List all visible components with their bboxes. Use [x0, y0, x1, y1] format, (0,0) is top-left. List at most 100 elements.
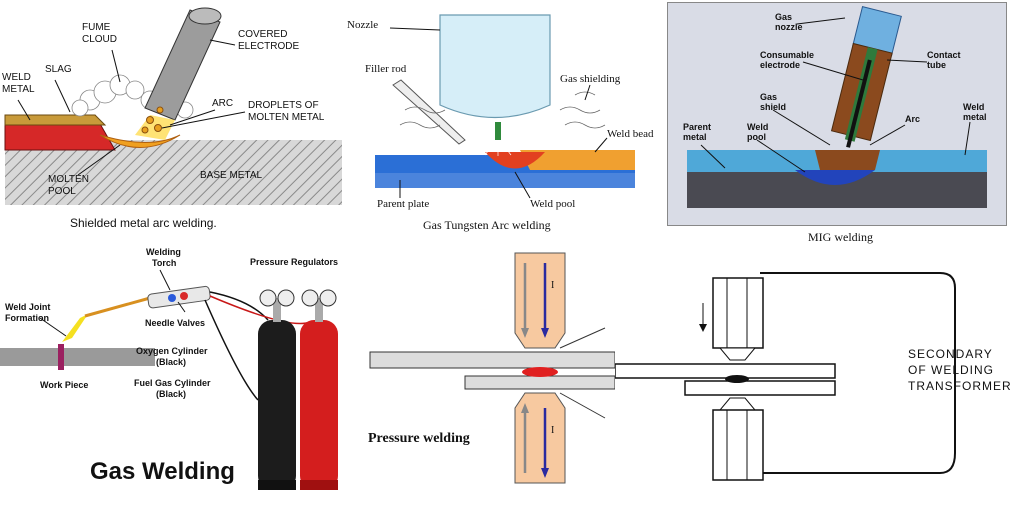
arc-label: ARC — [212, 98, 233, 109]
fuel-label-1: Fuel Gas Cylinder — [134, 378, 211, 388]
joint-label-1: Weld Joint — [5, 302, 50, 312]
needle-valve-blue — [168, 294, 176, 302]
fuel-label-2: (Black) — [156, 389, 186, 399]
gtaw-diagram: Nozzle Filler rod Gas shielding Weld bea… — [347, 14, 654, 210]
covered-electrode — [144, 7, 222, 121]
electrode-label-1: COVERED — [238, 29, 287, 40]
electrode-label-2: electrode — [760, 60, 800, 70]
upper-sheet — [369, 351, 615, 369]
pressure-welding-diagram: I I — [369, 252, 615, 484]
upper-sheet — [615, 363, 836, 379]
electrode-mark-upper: I — [551, 280, 554, 291]
weld-bead-label: Weld bead — [607, 128, 654, 140]
gas-nozzle-label-2: nozzle — [775, 22, 803, 32]
weld-pool-label: Weld pool — [530, 198, 575, 210]
molten-pool-label-1: MOLTEN — [48, 174, 89, 185]
gas-shield-label-2: shield — [760, 102, 786, 112]
lower-sheet — [464, 375, 615, 390]
gtaw-caption: Gas Tungsten Arc welding — [423, 218, 551, 232]
transformer-label-2: OF WELDING — [908, 363, 994, 377]
gas-welding-panel: Welding Torch Pressure Regulators Weld J… — [0, 240, 365, 511]
needle-valve-red — [180, 292, 188, 300]
pressure-welding-caption: Pressure welding — [368, 431, 470, 446]
gas-welding-diagram: Welding Torch Pressure Regulators Weld J… — [0, 247, 338, 490]
droplets-label-1: DROPLETS OF — [248, 100, 319, 111]
electrode-mark-lower: I — [551, 425, 554, 436]
weld-nugget — [725, 375, 749, 383]
transformer-label-3: TRANSFORMER — [908, 379, 1012, 393]
flame — [62, 314, 88, 342]
arc-label: Arc — [905, 114, 920, 124]
pressure-regulators — [259, 289, 337, 322]
consumable-electrode — [846, 59, 872, 148]
parent-metal-label-1: Parent — [683, 122, 711, 132]
fume-cloud-label-2: CLOUD — [82, 34, 117, 45]
droplets — [141, 106, 164, 134]
tungsten-electrode — [495, 122, 501, 140]
weld-bead — [520, 150, 635, 170]
filler-rod-label: Filler rod — [365, 63, 407, 75]
electrode-label-1: Consumable — [760, 50, 814, 60]
oxygen-label-2: (Black) — [156, 357, 186, 367]
gtaw-panel: Nozzle Filler rod Gas shielding Weld bea… — [345, 0, 665, 240]
weld-pool — [795, 170, 875, 185]
gas-shield-label-1: Gas — [760, 92, 777, 102]
weld-pool-label-1: Weld — [747, 122, 768, 132]
fuel-gas-cylinder — [300, 320, 338, 490]
joint-label-2: Formation — [5, 313, 49, 323]
resistance-panel: SECONDARY OF WELDING TRANSFORMER — [615, 248, 1024, 511]
nozzle — [439, 14, 551, 118]
oxygen-cylinder — [258, 320, 296, 490]
mig-gun — [830, 6, 902, 148]
torch-label-2: Torch — [152, 258, 176, 268]
mig-diagram: Gas nozzle Consumable electrode Contact … — [683, 6, 987, 208]
gas-shielding-label: Gas shielding — [560, 73, 621, 85]
base-metal-label: BASE METAL — [200, 170, 262, 181]
pressure-welding-panel: I I Pressure welding — [365, 248, 615, 511]
weld-metal-label-1: Weld — [963, 102, 984, 112]
torch-label-1: Welding — [146, 247, 181, 257]
work-piece-label: Work Piece — [40, 380, 88, 390]
weld-nugget — [522, 367, 558, 377]
smaw-diagram: FUME CLOUD COVERED ELECTRODE SLAG WELD M… — [2, 7, 342, 205]
lower-electrode — [514, 392, 566, 484]
weld-joint — [58, 344, 64, 370]
weld-metal-label-2: metal — [963, 112, 987, 122]
parent-plate-label: Parent plate — [377, 198, 429, 210]
needle-valves-label: Needle Valves — [145, 318, 205, 328]
regulators-label: Pressure Regulators — [250, 257, 338, 267]
lower-sheet — [684, 380, 836, 396]
slag — [4, 114, 107, 126]
contact-tube-label-2: tube — [927, 60, 946, 70]
transformer-loop — [760, 272, 956, 474]
mig-caption: MIG welding — [808, 230, 873, 244]
electrode-label-2: ELECTRODE — [238, 41, 299, 52]
weld-pool-label-2: pool — [747, 132, 766, 142]
smaw-panel: FUME CLOUD COVERED ELECTRODE SLAG WELD M… — [0, 0, 345, 240]
mig-panel: Gas nozzle Consumable electrode Contact … — [665, 0, 1024, 248]
gas-shield — [815, 150, 880, 170]
parent-metal-label-2: metal — [683, 132, 707, 142]
gas-nozzle-label-1: Gas — [775, 12, 792, 22]
fume-cloud-label-1: FUME — [82, 22, 111, 33]
weld-pool — [485, 152, 545, 169]
droplets-label-2: MOLTEN METAL — [248, 112, 325, 123]
transformer-label-1: SECONDARY — [908, 347, 993, 361]
smaw-caption: Shielded metal arc welding. — [70, 216, 217, 230]
nozzle-label: Nozzle — [347, 19, 378, 31]
resistance-diagram: SECONDARY OF WELDING TRANSFORMER — [615, 272, 1012, 481]
upper-electrode — [712, 277, 764, 349]
work-piece — [0, 348, 155, 366]
molten-pool — [99, 134, 181, 148]
upper-electrode — [514, 252, 566, 349]
slag-label: SLAG — [45, 64, 72, 75]
oxygen-label-1: Oxygen Cylinder — [136, 346, 208, 356]
gas-shielding — [399, 91, 606, 129]
lower-electrode — [712, 409, 764, 481]
contact-tube-label-1: Contact — [927, 50, 961, 60]
gas-welding-title: Gas Welding — [90, 458, 235, 485]
weld-metal-label-1: WELD — [2, 72, 31, 83]
molten-pool-label-2: POOL — [48, 186, 76, 197]
weld-metal-label-2: METAL — [2, 84, 35, 95]
welding-torch — [84, 285, 211, 318]
